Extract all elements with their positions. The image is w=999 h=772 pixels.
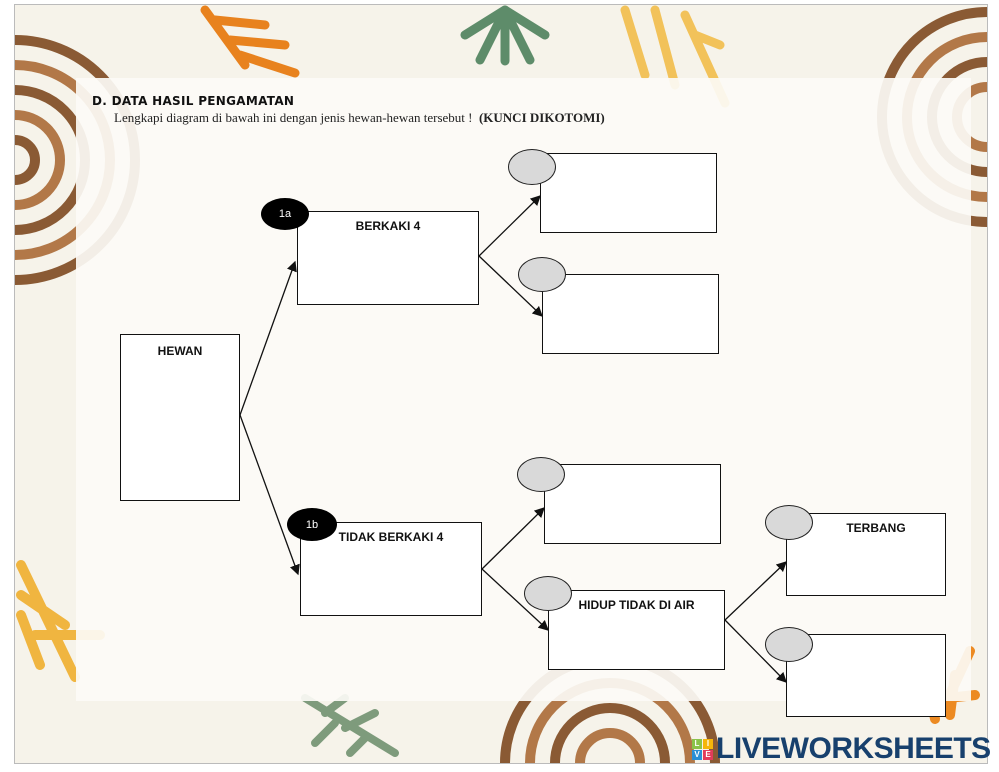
hidup-tidak-di-air-label: HIDUP TIDAK DI AIR — [578, 598, 695, 612]
berkaki-4-label: BERKAKI 4 — [355, 219, 421, 233]
answer-circle-1[interactable] — [508, 149, 556, 185]
arrow — [481, 568, 549, 631]
orange-leaf-decoration — [200, 5, 300, 78]
arrow — [724, 619, 787, 683]
section-heading: D. DATA HASIL PENGAMATAN — [92, 94, 295, 108]
tidak-berkaki-4-label: TIDAK BERKAKI 4 — [338, 530, 444, 544]
answer-circle-4[interactable] — [524, 576, 572, 611]
answer-box-2[interactable] — [542, 274, 719, 354]
logo-letter: I — [703, 738, 713, 749]
answer-circle-2[interactable] — [518, 257, 566, 292]
answer-box-6[interactable] — [786, 634, 946, 717]
yellow-leaf-decoration — [16, 560, 105, 682]
arrow-to-1b — [239, 414, 300, 576]
tidak-berkaki-4-box: TIDAK BERKAKI 4 — [300, 522, 482, 616]
badge-1b: 1b — [287, 508, 337, 541]
logo-text: LIVEWORKSHEETS — [716, 732, 991, 765]
arrow — [481, 507, 545, 570]
terbang-box: TERBANG — [786, 513, 946, 596]
terbang-label: TERBANG — [846, 521, 906, 535]
logo-letter: E — [703, 749, 713, 760]
answer-circle-3[interactable] — [517, 457, 565, 492]
answer-circle-5[interactable] — [765, 505, 813, 540]
berkaki-4-box: BERKAKI 4 — [297, 211, 479, 305]
arrow — [724, 561, 787, 621]
instruction-main: Lengkapi diagram di bawah ini dengan jen… — [114, 110, 473, 125]
yellow-leaf-decoration — [620, 5, 730, 108]
hidup-tidak-di-air-box: HIDUP TIDAK DI AIR — [548, 590, 725, 670]
answer-circle-6[interactable] — [765, 627, 813, 662]
logo-squares: L I V E — [692, 738, 713, 760]
arrow — [478, 255, 543, 317]
instruction-text: Lengkapi diagram di bawah ini dengan jen… — [114, 110, 605, 126]
answer-box-3[interactable] — [544, 464, 721, 544]
hewan-label: HEWAN — [157, 344, 203, 358]
arrow — [478, 195, 541, 257]
logo-letter: L — [692, 738, 702, 749]
liveworksheets-logo: L I V E LIVEWORKSHEETS — [692, 732, 991, 766]
hewan-box: HEWAN — [120, 334, 240, 501]
instruction-bold: (KUNCI DIKOTOMI) — [478, 110, 605, 125]
logo-letter: V — [692, 749, 702, 760]
badge-1a: 1a — [261, 198, 309, 230]
answer-box-1[interactable] — [540, 153, 717, 233]
green-leaf-decoration — [301, 694, 399, 757]
green-leaf-decoration — [460, 5, 550, 66]
arrow-to-1a — [239, 260, 297, 416]
